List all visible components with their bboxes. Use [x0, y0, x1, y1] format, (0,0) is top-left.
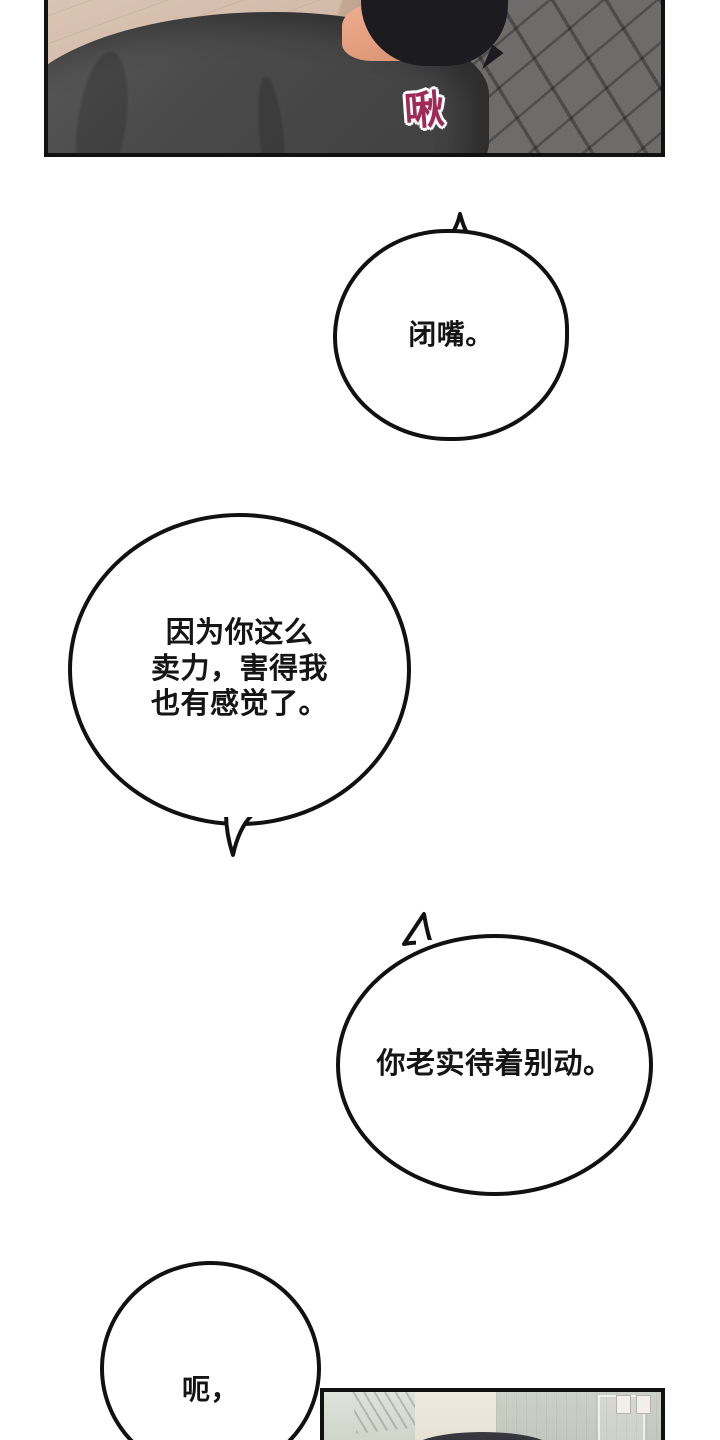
- speech-bubble-3[interactable]: 你老实待着别动。: [336, 934, 653, 1196]
- speech-bubble-1-text: 闭嘴。: [408, 318, 494, 350]
- speech-bubble-3-text: 你老实待着别动。: [376, 1048, 613, 1081]
- hair-spike-icon: [385, 9, 400, 36]
- shirt-fold-secondary: [253, 74, 291, 153]
- shirt-fold: [68, 48, 136, 153]
- speech-bubble-2[interactable]: 因为你这么 卖力，害得我 也有感觉了。: [68, 513, 411, 826]
- speech-bubble-4-text: 呃，: [181, 1374, 239, 1406]
- comic-panel-bottom: [320, 1388, 665, 1440]
- speech-bubble-2-text: 因为你这么 卖力，害得我 也有感觉了。: [150, 616, 328, 721]
- sound-effect-text: 啾: [402, 77, 446, 138]
- panel-top-artwork: [48, 0, 661, 153]
- panel-bottom-artwork: [324, 1392, 661, 1440]
- speech-bubble-1[interactable]: 闭嘴。: [333, 229, 569, 441]
- room-wall-left: [324, 1392, 415, 1440]
- light-switch-icon: [615, 1394, 631, 1414]
- light-switch-icon: [635, 1394, 651, 1414]
- person-head-silhouette: [411, 1432, 554, 1440]
- comic-panel-top: [44, 0, 665, 157]
- speech-bubble-4[interactable]: 呃，: [100, 1261, 321, 1440]
- room-wall-middle: [414, 1392, 496, 1440]
- sound-effect-label: 啾: [402, 87, 446, 135]
